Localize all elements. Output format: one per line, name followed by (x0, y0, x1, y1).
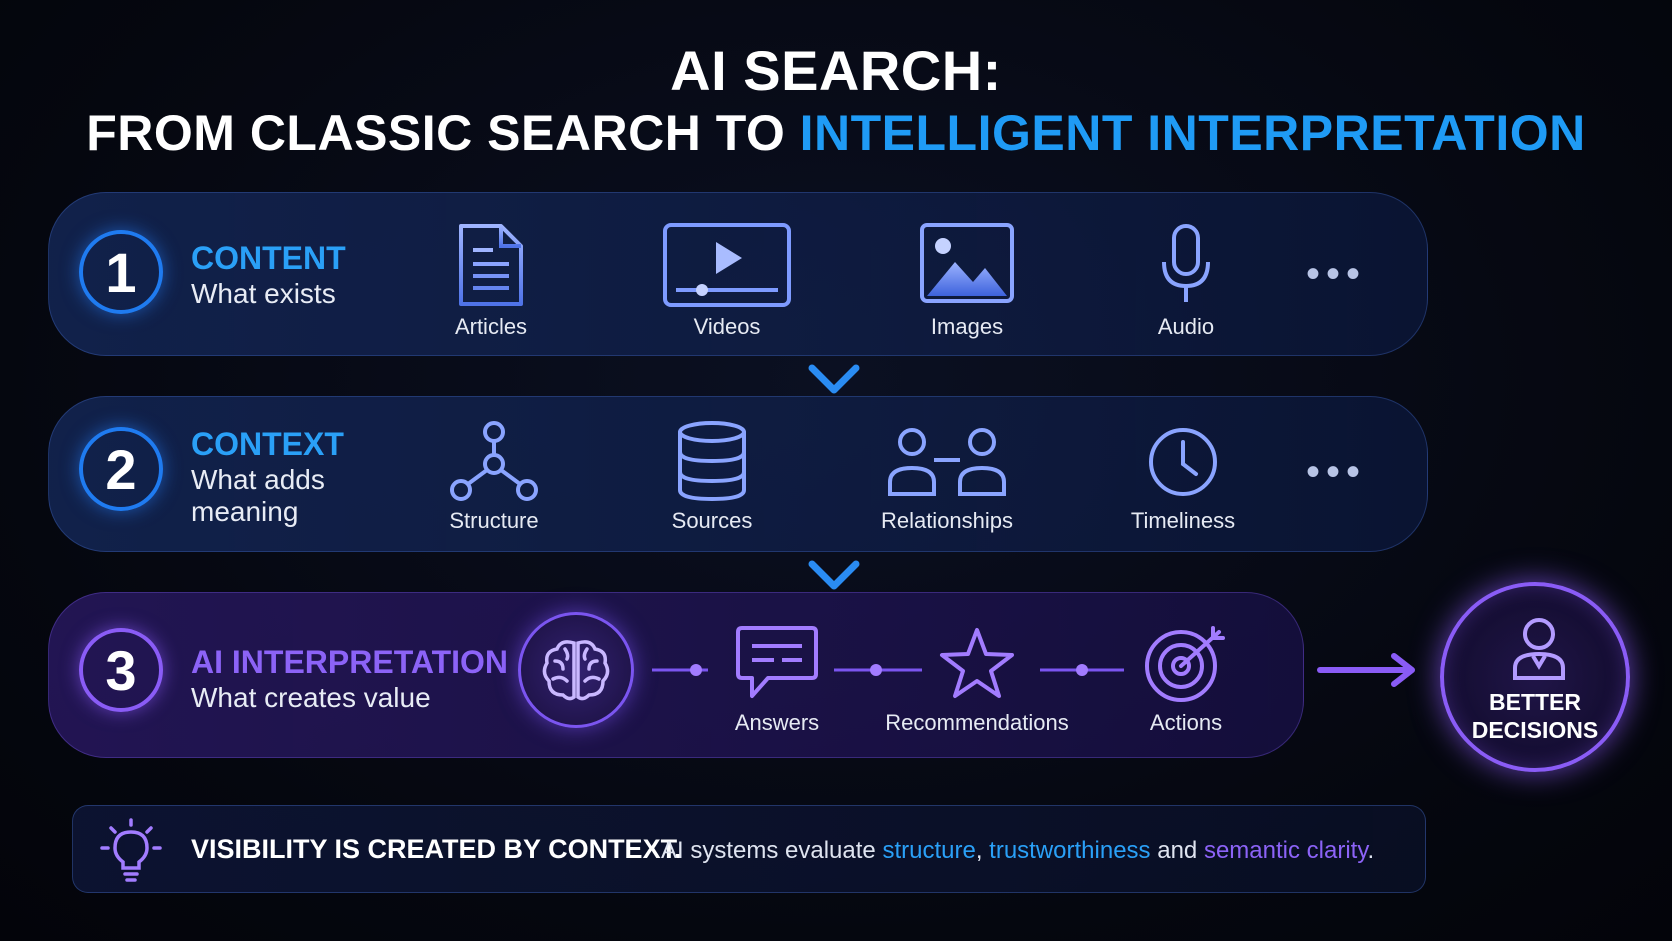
network-icon (450, 421, 538, 501)
footer-end: . (1367, 837, 1375, 864)
arrow-right-icon (1317, 653, 1415, 687)
person-icon (1513, 618, 1565, 680)
brain-icon (518, 612, 634, 728)
item-answers: Answers (677, 624, 877, 736)
footer-banner: VISIBILITY IS CREATED BY CONTEXT. AI sys… (72, 805, 1426, 893)
step-title-content: CONTENT (191, 240, 346, 276)
flow-connectors (652, 664, 1124, 676)
footer-text: AI systems evaluate structure, trustwort… (661, 837, 1374, 865)
footer-term-structure: structure (882, 837, 976, 864)
step-subtitle-ai-interpretation: What creates value (191, 682, 431, 713)
more-dots: ••• (1306, 450, 1367, 494)
database-icon (678, 421, 746, 502)
clock-icon (1149, 428, 1217, 496)
content-band (48, 192, 1428, 356)
outcome-line2: DECISIONS (1471, 717, 1599, 743)
item-label: Answers (734, 710, 820, 735)
item-label: Videos (693, 314, 761, 339)
chevron-down-icon (808, 364, 860, 394)
item-label: Audio (1157, 314, 1215, 339)
item-label: Recommendations (885, 710, 1069, 735)
item-recommendations: Recommendations (877, 624, 1077, 736)
item-actions: Actions (1086, 624, 1286, 736)
step-number-2: 2 (79, 427, 163, 511)
subtitle-plain: FROM CLASSIC SEARCH TO (86, 105, 800, 161)
item-label: Relationships (880, 508, 1014, 533)
item-structure: Structure (394, 420, 594, 534)
footer-sep: , (975, 837, 990, 864)
footer-term-semantic-clarity: semantic clarity (1203, 837, 1368, 864)
subtitle-highlight: INTELLIGENT INTERPRETATION (799, 105, 1586, 161)
step-title-context: CONTEXT (191, 426, 344, 462)
footer-lead: AI systems evaluate (661, 837, 883, 864)
item-relationships: Relationships (847, 420, 1047, 534)
step-subtitle-context-line2: meaning (191, 496, 299, 527)
item-label: Actions (1149, 710, 1223, 735)
image-icon (920, 223, 1014, 303)
item-label: Images (930, 314, 1004, 339)
step-number-3: 3 (79, 628, 163, 712)
star-icon (940, 628, 1014, 698)
item-videos: Videos (627, 222, 827, 340)
page-title: AI SEARCH: (670, 39, 1002, 102)
step-subtitle-context-line1: What adds (191, 464, 325, 495)
people-link-icon (888, 428, 1006, 496)
step-title-ai-interpretation: AI INTERPRETATION (191, 644, 509, 680)
item-timeliness: Timeliness (1083, 420, 1283, 534)
target-icon (1145, 626, 1225, 702)
step-subtitle-content: What exists (191, 278, 336, 309)
ai-interpretation-band (48, 592, 1304, 758)
more-dots: ••• (1306, 252, 1367, 296)
document-icon (459, 224, 523, 306)
footer-term-trustworthiness: trustworthiness (989, 837, 1151, 864)
footer-sep: and (1150, 837, 1204, 864)
video-player-icon (663, 223, 791, 307)
lightbulb-icon (100, 818, 162, 882)
step-number-1: 1 (79, 230, 163, 314)
item-audio: Audio (1086, 222, 1286, 340)
microphone-icon (1162, 224, 1210, 302)
item-label: Sources (671, 508, 753, 533)
item-label: Articles (454, 314, 528, 339)
item-label: Timeliness (1130, 508, 1236, 533)
outcome-line1: BETTER (1489, 689, 1581, 715)
footer-headline: VISIBILITY IS CREATED BY CONTEXT. (191, 834, 682, 864)
chevron-down-icon (808, 560, 860, 590)
item-images: Images (867, 222, 1067, 340)
item-label: Structure (449, 508, 539, 533)
item-articles: Articles (391, 222, 591, 340)
page-subtitle: FROM CLASSIC SEARCH TO INTELLIGENT INTER… (0, 104, 1672, 162)
item-sources: Sources (612, 420, 812, 534)
chat-bubble-icon (736, 626, 818, 698)
